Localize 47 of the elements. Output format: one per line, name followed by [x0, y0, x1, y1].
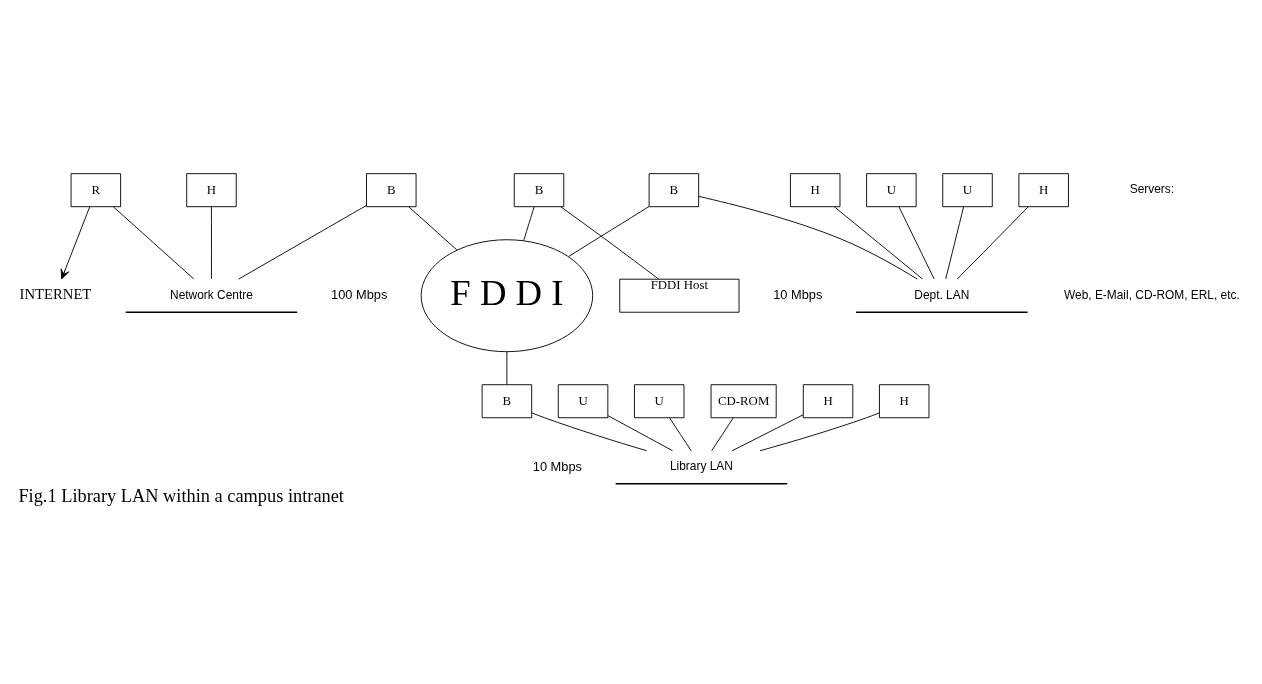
arrow: [60, 205, 91, 279]
connector: [711, 417, 734, 451]
node-box: CD-ROM: [710, 383, 777, 418]
connector: [408, 205, 458, 250]
node-text: Dept. LAN: [914, 287, 970, 302]
connector: [112, 205, 195, 279]
connector: [523, 205, 535, 241]
node-box: FDDI Host: [619, 278, 740, 313]
connector: [506, 350, 508, 385]
node-box: H: [186, 172, 237, 207]
node-box: B: [513, 172, 565, 207]
connector: [698, 195, 918, 280]
connector: [957, 205, 1029, 279]
node-box: U: [866, 172, 917, 207]
label: Web, E-Mail, CD-ROM, ERL, etc.: [1064, 287, 1240, 302]
label: Servers:: [1129, 181, 1175, 196]
connector: [238, 204, 367, 280]
node-label: 100 Mbps: [331, 286, 388, 302]
connector: [945, 205, 965, 279]
node-box: H: [802, 383, 854, 418]
connector: [560, 205, 660, 279]
node-text: Library LAN: [669, 458, 733, 473]
node-box: B: [648, 172, 700, 207]
node-box: B: [366, 172, 417, 207]
connector: [531, 411, 647, 451]
connector: [833, 205, 923, 279]
connector: [669, 417, 692, 451]
caption: Fig.1 Library LAN within a campus intranet: [18, 485, 344, 506]
connector: [759, 411, 880, 451]
node-box: H: [789, 172, 841, 207]
connector: [568, 205, 650, 257]
node-text: INTERNET: [19, 285, 92, 302]
node-box: U: [557, 383, 609, 418]
connector: [731, 413, 804, 451]
node-box: U: [942, 172, 993, 207]
node-text: Network Centre: [170, 287, 253, 302]
node-box: H: [1018, 172, 1069, 207]
connector: [607, 414, 673, 451]
node-box: U: [634, 383, 685, 418]
connector: [211, 205, 212, 279]
node-ellipse: F D D I: [420, 238, 594, 352]
node-box: H: [878, 383, 930, 418]
node-label: 10 Mbps: [773, 286, 823, 302]
node-label: 10 Mbps: [532, 458, 582, 474]
node-box: B: [481, 383, 533, 418]
node-box: R: [70, 172, 122, 207]
connector: [898, 205, 935, 279]
